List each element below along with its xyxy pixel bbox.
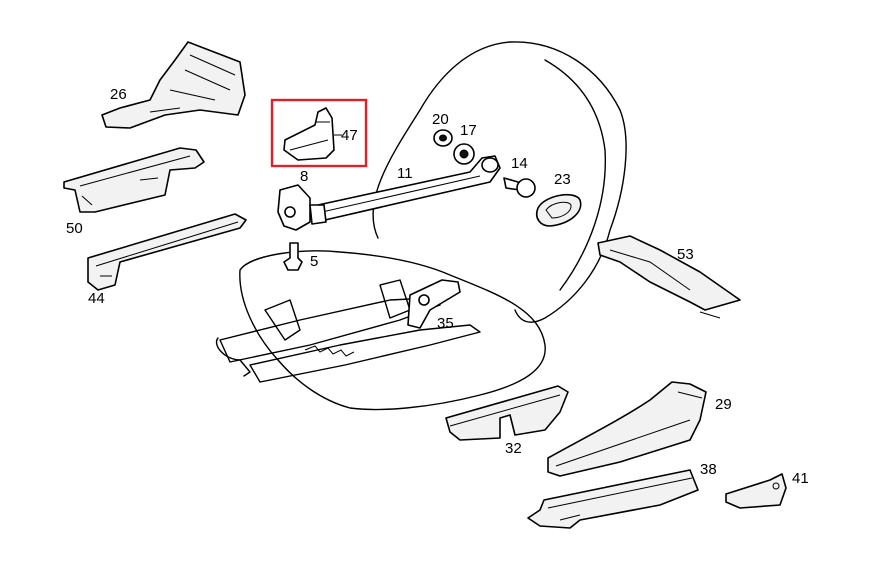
part-29-detail (555, 391, 703, 467)
callout-20: 20 (432, 111, 449, 128)
part-11-eye (481, 157, 499, 173)
part-8-plate (309, 204, 327, 225)
callout-47: 47 (341, 127, 358, 144)
part-29-side-trim (547, 381, 707, 477)
callout-35: 35 (437, 315, 454, 332)
part-38-rail (527, 469, 699, 529)
seat-frame-rail-right (249, 324, 481, 383)
part-23-trim-cover (535, 193, 582, 227)
callout-53: 53 (677, 246, 694, 263)
part-53-detail (609, 249, 721, 319)
part-41-clip (725, 473, 787, 509)
callout-38: 38 (700, 461, 717, 478)
part-17-bushing-hole (459, 149, 469, 159)
callout-8: 8 (300, 168, 308, 185)
callout-26: 26 (110, 86, 127, 103)
part-32-rail-cover (445, 385, 569, 441)
seat-frame-rack (304, 345, 355, 357)
callout-29: 29 (715, 396, 732, 413)
callout-14: 14 (511, 155, 528, 172)
part-44-detail (95, 221, 239, 277)
part-53-floor-trim (597, 235, 741, 311)
seat-cushion-outline (239, 250, 546, 411)
part-23-inner (545, 201, 572, 219)
seat-frame-bracket (264, 279, 411, 341)
callout-44: 44 (88, 290, 105, 307)
part-47-highlight-box (270, 98, 368, 168)
callout-41: 41 (792, 470, 809, 487)
seat-back-outline (372, 41, 627, 323)
part-47-detail (289, 121, 330, 151)
part-8-bracket (277, 184, 311, 231)
seat-frame-rail-left (219, 297, 441, 363)
part-35-bracket (407, 279, 461, 329)
callout-32: 32 (505, 440, 522, 457)
part-5-screw (283, 242, 303, 271)
part-8-bolt (284, 206, 296, 218)
part-14-bolt-head (516, 178, 536, 198)
part-44-rail (87, 213, 247, 291)
part-50-rail-cover (63, 147, 205, 213)
part-50-detail (79, 155, 191, 206)
part-26-detail (149, 54, 236, 113)
callout-17: 17 (460, 122, 477, 139)
part-35-bolt (418, 294, 430, 306)
part-41-hole (772, 482, 780, 490)
part-20-bushing-hole (439, 134, 447, 142)
part-47-cover (283, 107, 335, 161)
seat-frame-lever (215, 337, 251, 377)
part-32-detail (449, 394, 561, 427)
callout-23: 23 (554, 171, 571, 188)
seat-back-inner (544, 59, 607, 291)
part-26-side-cover (101, 41, 246, 129)
part-38-detail (547, 477, 693, 521)
callout-5: 5 (310, 253, 318, 270)
part-11-edge (321, 175, 481, 213)
callout-11: 11 (397, 165, 413, 182)
callout-50: 50 (66, 220, 83, 237)
